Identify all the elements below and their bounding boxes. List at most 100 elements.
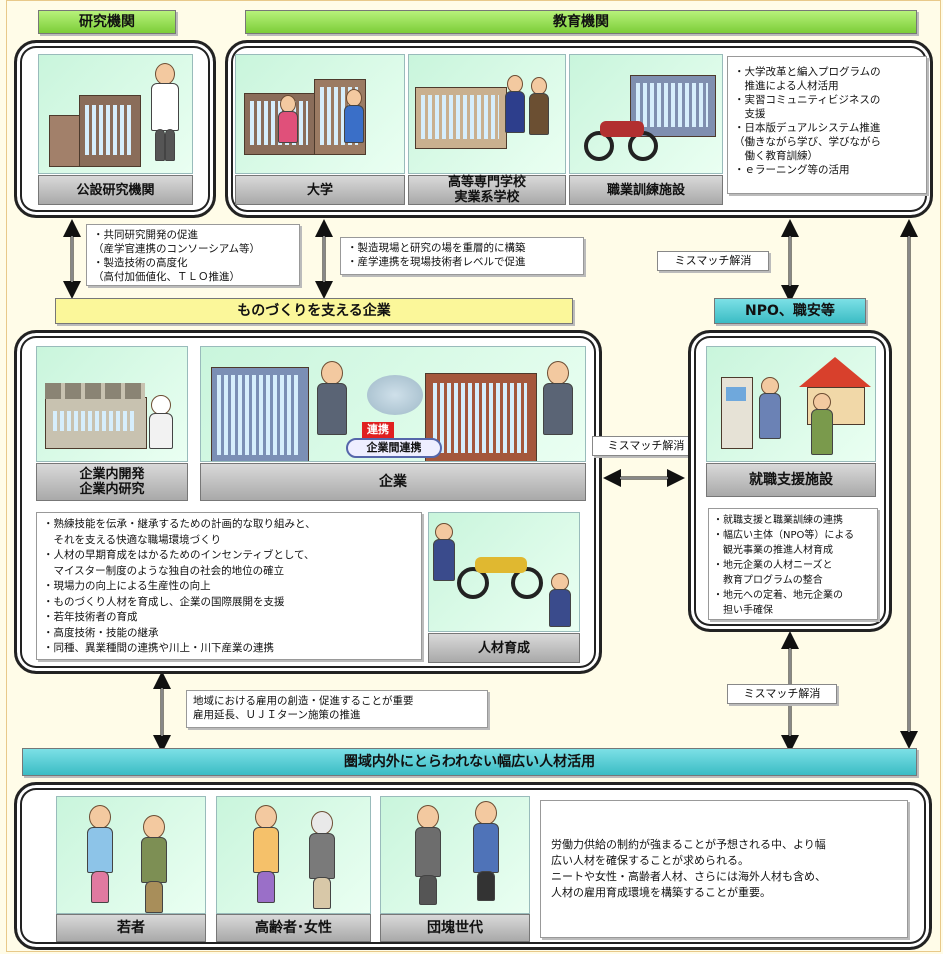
note-line: 人材の雇用育成環境を構築することが重要。 xyxy=(551,886,771,899)
illustration-part xyxy=(549,589,571,627)
note-line: それを支える快適な職場環境づくり xyxy=(43,533,222,546)
note-line: 働く教育訓練） xyxy=(734,150,818,162)
illustration-part xyxy=(87,827,113,873)
mismatch-label-middle: ミスマッチ解消 xyxy=(592,436,700,456)
note-line: ・幅広い主体（NPO等）による xyxy=(713,530,855,541)
in-house-caption: 企業内開発 企業内研究 xyxy=(36,463,188,501)
company-label: 企業 xyxy=(379,473,407,490)
university-picture xyxy=(235,54,405,174)
illustration-part xyxy=(165,129,175,161)
illustration-part xyxy=(415,827,441,877)
illustration-part xyxy=(529,93,549,135)
in-house-development-label: 企業内開発 xyxy=(79,467,145,482)
employment-note: 地域における雇用の創造・促進することが重要 雇用延長、ＵＪＩターン施策の推進 xyxy=(186,690,488,728)
note-line: ・高度技術・技能の継承 xyxy=(43,626,159,639)
renkei-badge: 連携 xyxy=(362,422,394,438)
public-research-label: 公設研究機関 xyxy=(76,182,155,198)
illustration-part xyxy=(151,395,171,415)
vocational-picture xyxy=(569,54,723,174)
vocational-caption: 職業訓練施設 xyxy=(569,175,723,205)
vocational-label: 職業訓練施設 xyxy=(606,182,685,198)
illustration-part xyxy=(309,833,335,879)
education-note: ・大学改革と編入プログラムの 推進による人材活用 ・実習コミュニティビジネスの … xyxy=(727,56,927,194)
note-line: （高付加価値化、ＴＬＯ推進） xyxy=(93,271,240,283)
illustration-part xyxy=(257,871,275,903)
note-line: 担い手確保 xyxy=(713,605,773,616)
note-line: ・地元企業の人材ニーズと xyxy=(713,560,833,571)
handshake-icon xyxy=(367,375,423,415)
technical-college-picture xyxy=(408,54,566,174)
note-line: 観光事業の推進人材育成 xyxy=(713,545,833,556)
company-note: ・熟練技能を伝承・継承するための計画的な取り組みと、 それを支える快適な職場環境… xyxy=(36,512,422,660)
illustration-part xyxy=(145,881,163,913)
illustration-part xyxy=(313,877,331,909)
illustration-part xyxy=(475,801,497,825)
in-house-picture xyxy=(36,346,188,462)
hr-development-caption: 人材育成 xyxy=(428,633,580,663)
note-line: ・同種、異業種間の連携や川上・川下産業の連携 xyxy=(43,642,274,654)
illustration-part xyxy=(433,539,455,581)
note-line: 推進による人材活用 xyxy=(734,80,839,92)
note-line: ・熟練技能を伝承・継承するための計画的な取り組みと、 xyxy=(43,518,316,530)
note-line: 教育プログラムの整合 xyxy=(713,575,823,586)
baby-boomers-picture xyxy=(380,796,530,914)
note-line: ・就職支援と職業訓練の連携 xyxy=(713,515,843,526)
note-line: （産学官連携のコンソーシアム等） xyxy=(93,243,261,255)
illustration-part xyxy=(255,805,277,829)
illustration-part xyxy=(547,361,569,385)
npo-note: ・就職支援と職業訓練の連携 ・幅広い主体（NPO等）による 観光事業の推進人材育… xyxy=(708,508,878,620)
research-link-note: ・共同研究開発の促進 （産学官連携のコンソーシアム等） ・製造技術の高度化 （高… xyxy=(86,224,300,286)
youth-caption: 若者 xyxy=(56,914,206,942)
university-caption: 大学 xyxy=(235,175,405,205)
note-line: ・日本版デュアルシステム推進 xyxy=(734,122,881,134)
note-line: 地域における雇用の創造・促進することが重要 xyxy=(193,695,414,707)
illustration-part xyxy=(151,83,179,131)
note-line: ・ものづくり人材を育成し、企業の国際展開を支援 xyxy=(43,595,285,608)
note-line: 広い人材を確保することが求められる。 xyxy=(551,854,749,867)
baby-boomers-caption: 団塊世代 xyxy=(380,914,530,942)
illustration-part xyxy=(311,811,333,835)
illustration-part xyxy=(433,383,527,453)
education-link-note: ・製造現場と研究の場を重層的に構築 ・産学連携を現場技術者レベルで促進 xyxy=(340,237,584,275)
note-line: ・共同研究開発の促進 xyxy=(93,229,198,241)
illustration-part xyxy=(89,805,111,829)
elderly-women-label: 高齢者･女性 xyxy=(255,919,332,936)
note-line: ・若年技術者の育成 xyxy=(43,611,138,623)
illustration-part xyxy=(419,875,437,905)
note-line: ・ｅラーニング等の活用 xyxy=(734,164,850,176)
companies-header: ものづくりを支える企業 xyxy=(55,298,573,324)
youth-picture xyxy=(56,796,206,914)
illustration-part xyxy=(417,805,439,829)
public-research-picture xyxy=(38,54,193,174)
note-line: ・大学改革と編入プログラムの xyxy=(734,66,881,78)
note-line: ・現場力の向上による生産性の向上 xyxy=(43,580,211,592)
note-line: ・人材の早期育成をはかるためのインセンティブとして、 xyxy=(43,549,315,561)
research-header: 研究機関 xyxy=(38,10,176,34)
illustration-part xyxy=(421,95,499,139)
vocational-school-label: 実業系学校 xyxy=(454,190,520,205)
note-line: 雇用延長、ＵＪＩターン施策の推進 xyxy=(193,709,361,721)
utilization-header: 圏域内外にとらわれない幅広い人材活用 xyxy=(22,748,917,776)
note-line: 支援 xyxy=(734,108,766,120)
illustration-part xyxy=(473,823,499,873)
job-support-picture xyxy=(706,346,876,462)
illustration-part xyxy=(278,111,298,143)
job-support-caption: 就職支援施設 xyxy=(706,463,876,497)
education-header: 教育機関 xyxy=(245,10,917,34)
note-line: ニートや女性・高齢者人材、さらには海外人材も含め、 xyxy=(551,870,826,883)
elderly-women-caption: 高齢者･女性 xyxy=(216,914,371,942)
note-line: （働きながら学び、学びながら xyxy=(734,136,881,148)
npo-header: NPO、職安等 xyxy=(714,298,866,324)
note-line: ・実習コミュニティビジネスの xyxy=(734,94,881,106)
note-line: ・産学連携を現場技術者レベルで促進 xyxy=(347,256,526,268)
hr-development-picture xyxy=(428,512,580,632)
illustration-part xyxy=(85,105,133,155)
baby-boomers-label: 団塊世代 xyxy=(427,919,483,936)
illustration-part xyxy=(321,361,343,385)
illustration-part xyxy=(155,129,165,161)
note-line: ・製造現場と研究の場を重層的に構築 xyxy=(347,242,526,254)
illustration-part xyxy=(155,63,175,85)
note-line: 労働力供給の制約が強まることが予想される中、より幅 xyxy=(551,838,826,851)
inter-company-badge: 企業間連携 xyxy=(346,438,442,458)
illustration-part xyxy=(149,413,173,449)
